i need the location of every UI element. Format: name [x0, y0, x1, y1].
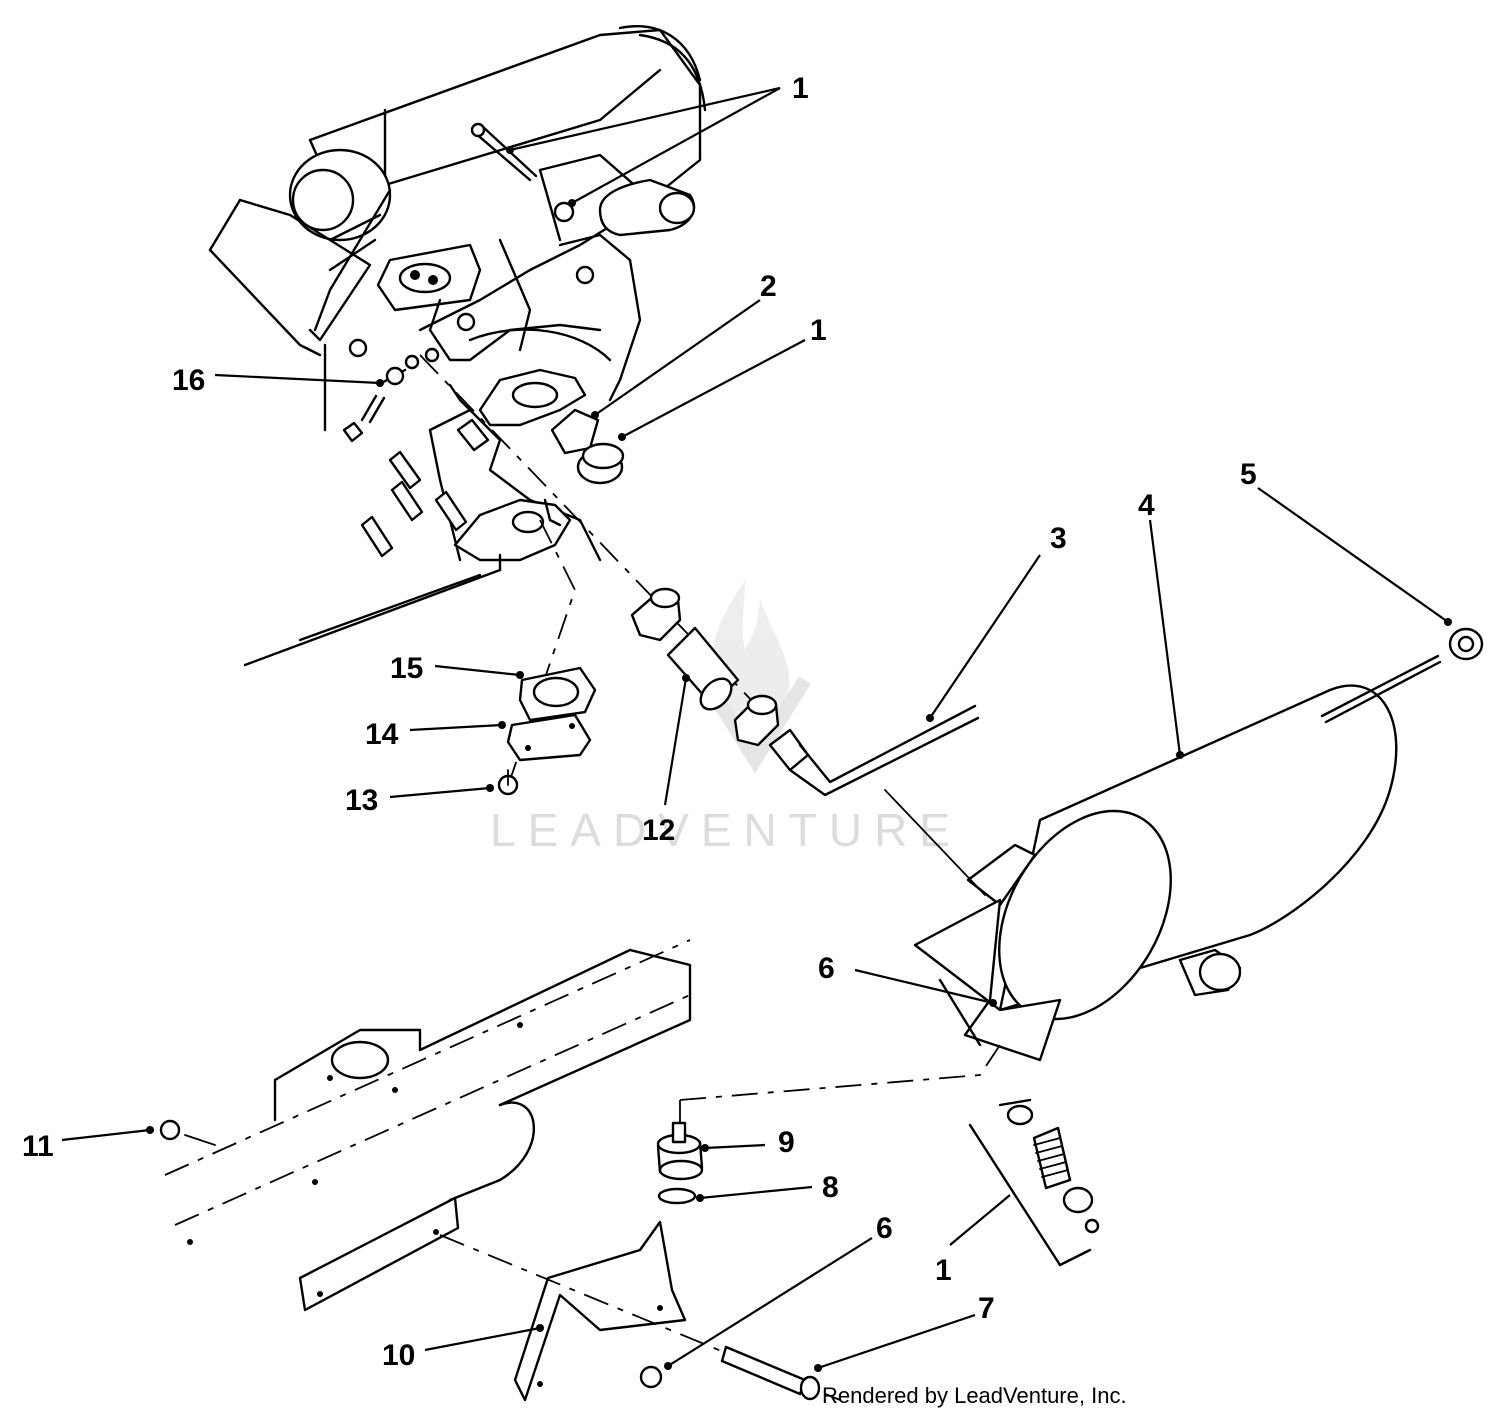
callout-1-sleeve: 1 [810, 314, 827, 347]
callout-3: 3 [1050, 522, 1067, 555]
callouts: 1 2 1 16 3 4 5 15 14 13 [22, 72, 1452, 1372]
frame-rail [164, 939, 692, 1312]
callout-9: 9 [778, 1126, 795, 1159]
callout-6-muffler: 6 [818, 952, 835, 985]
callout-2: 2 [760, 270, 777, 303]
rendered-by-credit: Rendered by LeadVenture, Inc. [822, 1383, 1127, 1408]
callout-4: 4 [1138, 489, 1155, 522]
mount-bracket-assembly [159, 1044, 1001, 1402]
callout-14: 14 [365, 718, 399, 751]
callout-1-top: 1 [792, 72, 809, 105]
callout-12: 12 [642, 814, 675, 847]
callout-1-kit: 1 [935, 1254, 952, 1287]
gasket-plate-nut [497, 666, 597, 796]
callout-13: 13 [345, 784, 378, 817]
watermark-text: LEADVENTURE [490, 804, 962, 856]
engine-block [208, 25, 707, 667]
callout-11: 11 [22, 1130, 54, 1163]
callout-8: 8 [822, 1171, 839, 1204]
callout-16: 16 [172, 364, 205, 397]
end-cap [1448, 627, 1484, 661]
muffler [884, 654, 1442, 1062]
spring-kit [968, 1098, 1100, 1267]
callout-7: 7 [978, 1292, 995, 1325]
callout-10: 10 [382, 1339, 415, 1372]
exhaust-pipe-group [550, 408, 980, 797]
callout-6-lower: 6 [876, 1212, 893, 1245]
callout-5: 5 [1240, 458, 1257, 491]
callout-15: 15 [390, 652, 423, 685]
